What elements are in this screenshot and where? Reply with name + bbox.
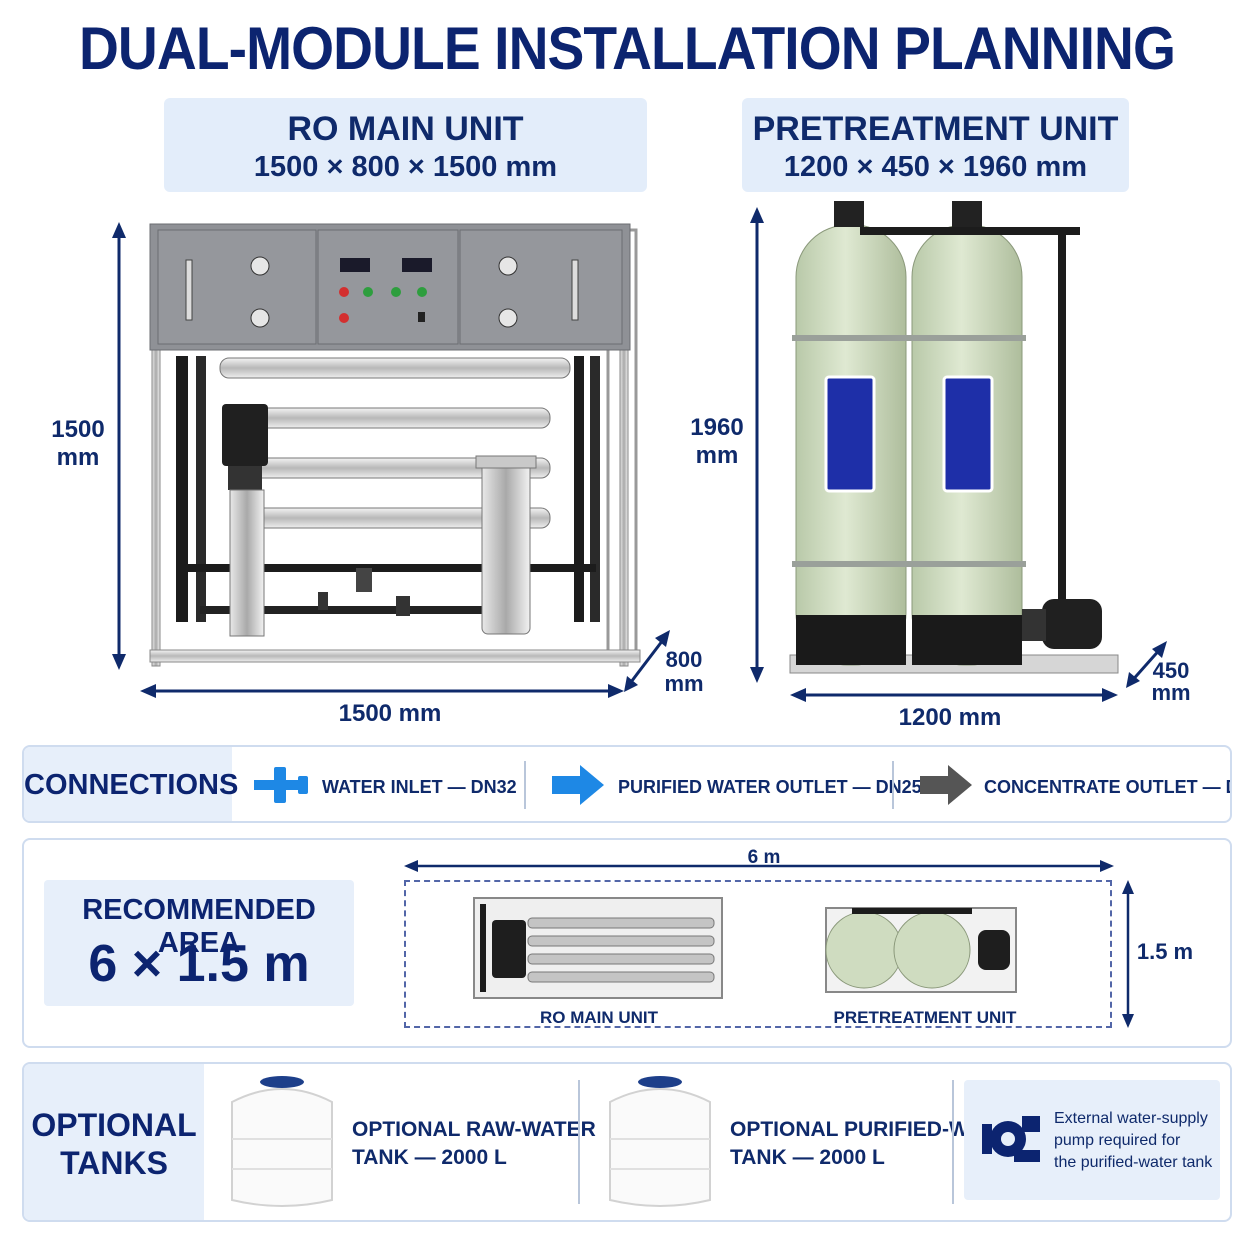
vessel-left [792, 201, 910, 666]
recommended-area-box: RECOMMENDED AREA 6 × 1.5 m [44, 880, 354, 1006]
connections-divider [892, 761, 894, 809]
pretreatment-width-label: 1200 mm [898, 704, 1002, 731]
pump-note-line1: External water-supply [1054, 1110, 1208, 1127]
connection-label-concentrate-outlet: CONCENTRATE OUTLET — DN25 [984, 777, 1230, 797]
ro-unit-header: RO MAIN UNIT 1500 × 800 × 1500 mm [164, 98, 647, 192]
pump-icon [982, 1116, 1040, 1162]
ro-top-view [473, 897, 723, 999]
pretreatment-unit-illustration [750, 201, 1167, 702]
pretreatment-unit-dims: 1200 × 450 × 1960 mm [783, 151, 1088, 183]
purified-water-tank-label-line1: OPTIONAL PURIFIED-WATER [730, 1118, 1024, 1141]
recommended-area-panel: RECOMMENDED AREA 6 × 1.5 m 6 m 1.5 m RO … [22, 838, 1232, 1048]
raw-water-tank-label-line1: OPTIONAL RAW-WATER [352, 1118, 596, 1141]
pretreatment-top-view-label: PRETREATMENT UNIT [833, 1008, 1017, 1027]
water-inlet-icon [254, 767, 308, 803]
ro-depth-arrow [624, 630, 670, 692]
floor-length-label: 6 m [747, 847, 781, 868]
vessel-right [908, 201, 1026, 666]
raw-water-tank-icon [231, 1076, 333, 1207]
pretreatment-unit-header: PRETREATMENT UNIT 1200 × 450 × 1960 mm [742, 98, 1129, 192]
connections-heading: CONNECTIONS [24, 769, 239, 801]
ro-depth-label: 800 mm [664, 647, 704, 696]
pretreatment-unit-name: PRETREATMENT UNIT [752, 110, 1119, 148]
tanks-divider [952, 1080, 954, 1204]
recommended-area-heading: RECOMMENDED AREA [82, 894, 316, 959]
connections-heading-box: CONNECTIONS [24, 747, 239, 821]
ro-height-arrow [112, 222, 126, 670]
optional-tanks-heading: OPTIONAL TANKS [31, 1107, 197, 1181]
recommended-area-value: 6 × 1.5 m [88, 935, 310, 993]
connection-label-purified-outlet: PURIFIED WATER OUTLET — DN25 [618, 777, 922, 797]
purified-water-tank-icon [609, 1076, 711, 1207]
floor-width-arrow [1122, 880, 1134, 1028]
pretreatment-top-view [825, 907, 1017, 993]
connection-label-inlet: WATER INLET — DN32 [322, 777, 517, 797]
ro-unit-dims: 1500 × 800 × 1500 mm [253, 151, 558, 183]
page-title: DUAL-MODULE INSTALLATION PLANNING [78, 15, 1176, 82]
pretreatment-depth-arrow [1126, 641, 1167, 688]
pretreatment-height-label: 1960 mm [690, 414, 744, 469]
pump-note-box: External water-supply pump required for … [964, 1080, 1220, 1200]
ro-width-label: 1500 mm [338, 700, 442, 727]
optional-tanks-panel: OPTIONAL TANKS OPTIONAL RAW-WATER TANK —… [22, 1062, 1232, 1222]
pump-note-line2: pump required for [1054, 1132, 1181, 1149]
raw-water-tank-label-line2: TANK — 2000 L [352, 1146, 507, 1169]
pump-note-line3: the purified-water tank [1054, 1154, 1213, 1171]
connections-panel: CONNECTIONS WATER INLET — DN32 PURIFIED … [22, 745, 1232, 823]
connections-divider [524, 761, 526, 809]
ro-unit-name: RO MAIN UNIT [287, 110, 524, 148]
ro-main-unit-illustration [112, 222, 670, 698]
pretreatment-height-arrow [750, 207, 764, 683]
floor-length-arrow [404, 860, 1114, 872]
optional-tanks-heading-box: OPTIONAL TANKS [24, 1064, 204, 1220]
pretreatment-depth-label: 450 mm [1151, 658, 1191, 705]
ro-height-label: 1500 mm [51, 416, 105, 471]
concentrate-outlet-arrow-icon [920, 765, 972, 805]
purified-water-tank-label-line2: TANK — 2000 L [730, 1146, 885, 1169]
purified-outlet-arrow-icon [552, 765, 604, 805]
pretreatment-width-arrow [790, 688, 1118, 702]
ro-top-view-label: RO MAIN UNIT [539, 1008, 659, 1027]
floor-width-label: 1.5 m [1136, 939, 1194, 964]
floor-plan-outline [404, 880, 1112, 1028]
tanks-divider [578, 1080, 580, 1204]
ro-width-arrow [140, 684, 624, 698]
